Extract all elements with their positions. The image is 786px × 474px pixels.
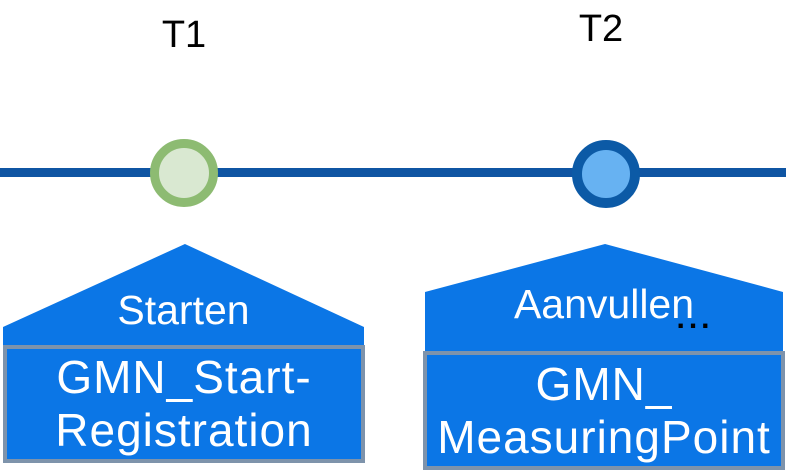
- object-name-line: Registration: [55, 404, 313, 456]
- gmn-start-registration-box: GMN_Start- Registration: [3, 345, 365, 463]
- object-name-line: MeasuringPoint: [437, 410, 771, 463]
- t2-label: T2: [578, 8, 624, 50]
- t1-marker-circle: [150, 139, 218, 207]
- starten-action-label: Starten: [117, 287, 250, 333]
- object-name-line: GMN_Start-: [56, 351, 312, 403]
- aanvullen-callout-pentagon: Aanvullen: [425, 244, 783, 352]
- ellipsis-text: ...: [676, 302, 714, 335]
- timeline-line: [0, 168, 786, 177]
- gmn-measuringpoint-box: GMN_ MeasuringPoint: [423, 351, 785, 470]
- t1-label: T1: [161, 14, 207, 56]
- object-name-line: GMN_: [535, 357, 673, 410]
- aanvullen-action-label: Aanvullen: [513, 281, 695, 327]
- t2-marker-circle: [572, 140, 640, 208]
- starten-callout-pentagon: Starten: [3, 244, 364, 346]
